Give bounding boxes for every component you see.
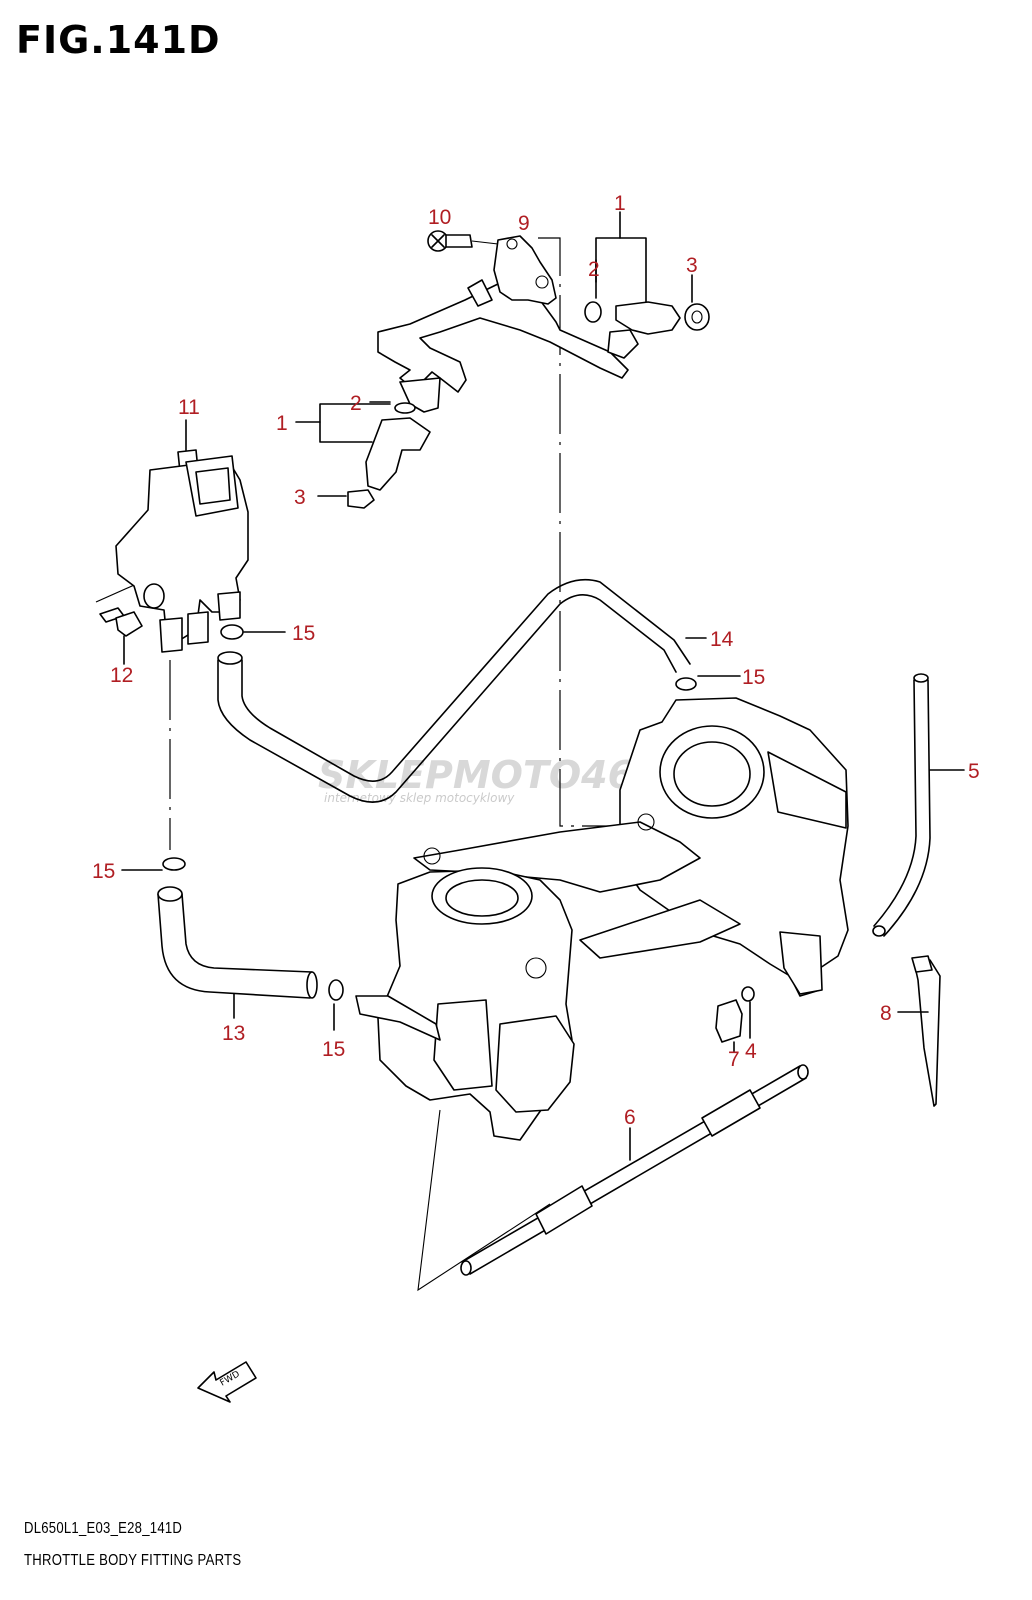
rail-bolt — [427, 230, 499, 252]
lower-injector-set — [295, 401, 431, 509]
callouts: 1 2 3 10 9 1 2 3 11 12 15 14 15 5 15 13 … — [92, 192, 980, 1129]
callout-vent-hose: 5 — [968, 760, 980, 783]
figure-title: FIG.141D — [16, 18, 221, 62]
upper-injector-set — [584, 211, 710, 359]
callout-upper-cushion: 3 — [686, 254, 698, 277]
callout-clamp-left-upper: 15 — [292, 622, 315, 645]
callout-cap-clip: 4 — [745, 1040, 757, 1063]
throttle-body — [355, 697, 849, 1141]
callout-lower-oring: 2 — [350, 392, 362, 415]
hose-long — [217, 578, 707, 803]
callout-upper-oring: 2 — [588, 258, 600, 281]
figure-name: THROTTLE BODY FITTING PARTS — [24, 1552, 242, 1569]
callout-delivery-pipe: 9 — [518, 212, 530, 235]
callout-cap: 7 — [728, 1048, 740, 1071]
cap-and-clip — [715, 999, 751, 1053]
callout-adjuster-rod: 6 — [624, 1106, 636, 1129]
callout-lower-cushion: 3 — [294, 486, 306, 509]
callout-hose-long: 14 — [710, 628, 734, 651]
vent-hose — [872, 673, 965, 937]
callout-hose-short: 13 — [222, 1022, 245, 1045]
callout-cable-tie: 8 — [880, 1002, 892, 1025]
isc-bolt — [99, 607, 143, 665]
callout-isc-bolt: 12 — [110, 664, 133, 687]
callout-lower-injector: 1 — [276, 412, 288, 435]
callout-isc-valve: 11 — [178, 396, 200, 419]
hose-short — [157, 886, 318, 1019]
callout-clamp-right-upper: 15 — [742, 666, 765, 689]
callout-upper-injector: 1 — [614, 192, 626, 215]
figure-code: DL650L1_E03_E28_141D — [24, 1520, 183, 1537]
adjuster-rod — [460, 1064, 809, 1276]
callout-clamp-bottom: 15 — [322, 1038, 345, 1061]
cable-tie — [897, 955, 941, 1107]
fwd-arrow-icon: FWD — [197, 1361, 257, 1403]
callout-rail-bolt: 10 — [428, 206, 451, 229]
isc-valve — [115, 419, 249, 653]
callout-clamp-left-lower: 15 — [92, 860, 115, 883]
clamps — [121, 624, 755, 1031]
